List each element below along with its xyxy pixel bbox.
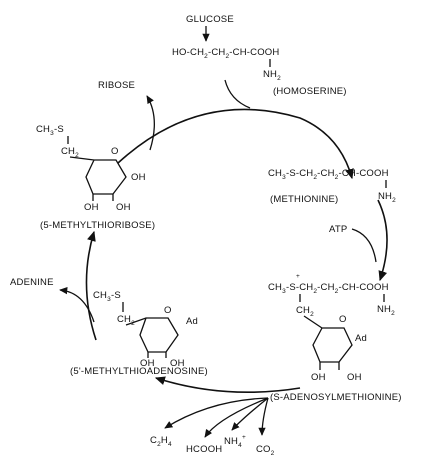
svg-text:NH2: NH2	[378, 191, 396, 204]
product-hcooh: HCOOH	[186, 444, 222, 455]
methionine-label: (METHIONINE)	[270, 194, 338, 205]
mtr-label: (5-METHYLTHIORIBOSE)	[40, 220, 155, 231]
product-co2: CO2	[256, 444, 275, 457]
ribose-label: RIBOSE	[98, 80, 135, 91]
svg-text:CH3-S-CH2-CH2-CH-COOH: CH3-S-CH2-CH2-CH-COOH	[268, 168, 389, 181]
homoserine-arrow	[224, 79, 251, 109]
svg-text:NH2: NH2	[377, 304, 395, 317]
cycle-arc-left	[85, 230, 97, 341]
mta-ribose-ring: O Ad OH OH	[125, 305, 198, 369]
mtr-formula: CH3-S CH2 O OH OH OH (5-METHYLTHIORIBOSE…	[36, 124, 155, 231]
cycle-arc-top	[117, 108, 354, 180]
cycle-arc-bottom	[154, 376, 301, 394]
methionine-formula: CH3-S-CH2-CH2-CH-COOH NH2 (METHIONINE)	[268, 168, 396, 205]
svg-text:CH3-S: CH3-S	[93, 290, 121, 303]
svg-text:CH2: CH2	[117, 314, 135, 327]
svg-text:CH2: CH2	[296, 305, 314, 318]
adenine-arrow	[59, 286, 95, 323]
sam-label: (S-ADENOSYLMETHIONINE)	[270, 392, 402, 403]
svg-text:OH: OH	[140, 358, 155, 369]
svg-text:HO-CH2-CH2-CH-COOH: HO-CH2-CH2-CH-COOH	[172, 47, 279, 60]
svg-text:OH: OH	[311, 372, 326, 383]
products-fan	[164, 397, 269, 438]
atp-label: ATP	[329, 224, 347, 235]
homoserine-formula: HO-CH2-CH2-CH-COOH NH2 (HOMOSERINE)	[172, 47, 347, 97]
product-c2h4: C2H4	[150, 435, 172, 448]
svg-text:OH: OH	[347, 372, 362, 383]
svg-text:NH2: NH2	[263, 69, 281, 82]
atp-arrow	[351, 228, 377, 263]
sam-ribose-ring: O Ad OH OH	[303, 314, 367, 383]
mtr-ribose-ring: O OH OH OH	[69, 146, 146, 213]
svg-text:OH: OH	[170, 358, 185, 369]
ribose-arrow	[146, 95, 155, 151]
sam-formula: + CH3-S-CH2-CH2-CH-COOH CH2 NH2 O Ad OH …	[268, 273, 402, 403]
svg-text:CH2: CH2	[61, 146, 79, 159]
svg-text:Ad: Ad	[186, 316, 198, 327]
cycle-arc-right	[377, 199, 388, 282]
svg-text:OH: OH	[131, 172, 146, 183]
svg-text:CH3-S: CH3-S	[36, 124, 64, 137]
homoserine-label: (HOMOSERINE)	[273, 86, 347, 97]
mta-label: (5'-METHYLTHIOADENOSINE)	[70, 366, 208, 377]
svg-text:Ad: Ad	[355, 333, 367, 344]
mta-formula: CH3-S CH2 O Ad OH OH (5'-METHYLTHIOADENO…	[70, 290, 208, 377]
svg-text:OH: OH	[84, 202, 99, 213]
svg-text:O: O	[111, 146, 119, 157]
svg-text:CH3-S-CH2-CH2-CH-COOH: CH3-S-CH2-CH2-CH-COOH	[268, 282, 389, 295]
product-nh4: NH4+	[224, 434, 246, 449]
svg-text:O: O	[164, 305, 172, 316]
svg-text:+: +	[296, 273, 300, 280]
adenine-label: ADENINE	[10, 277, 54, 288]
svg-text:OH: OH	[116, 202, 131, 213]
svg-text:O: O	[339, 314, 347, 325]
glucose-label: GLUCOSE	[186, 14, 234, 25]
